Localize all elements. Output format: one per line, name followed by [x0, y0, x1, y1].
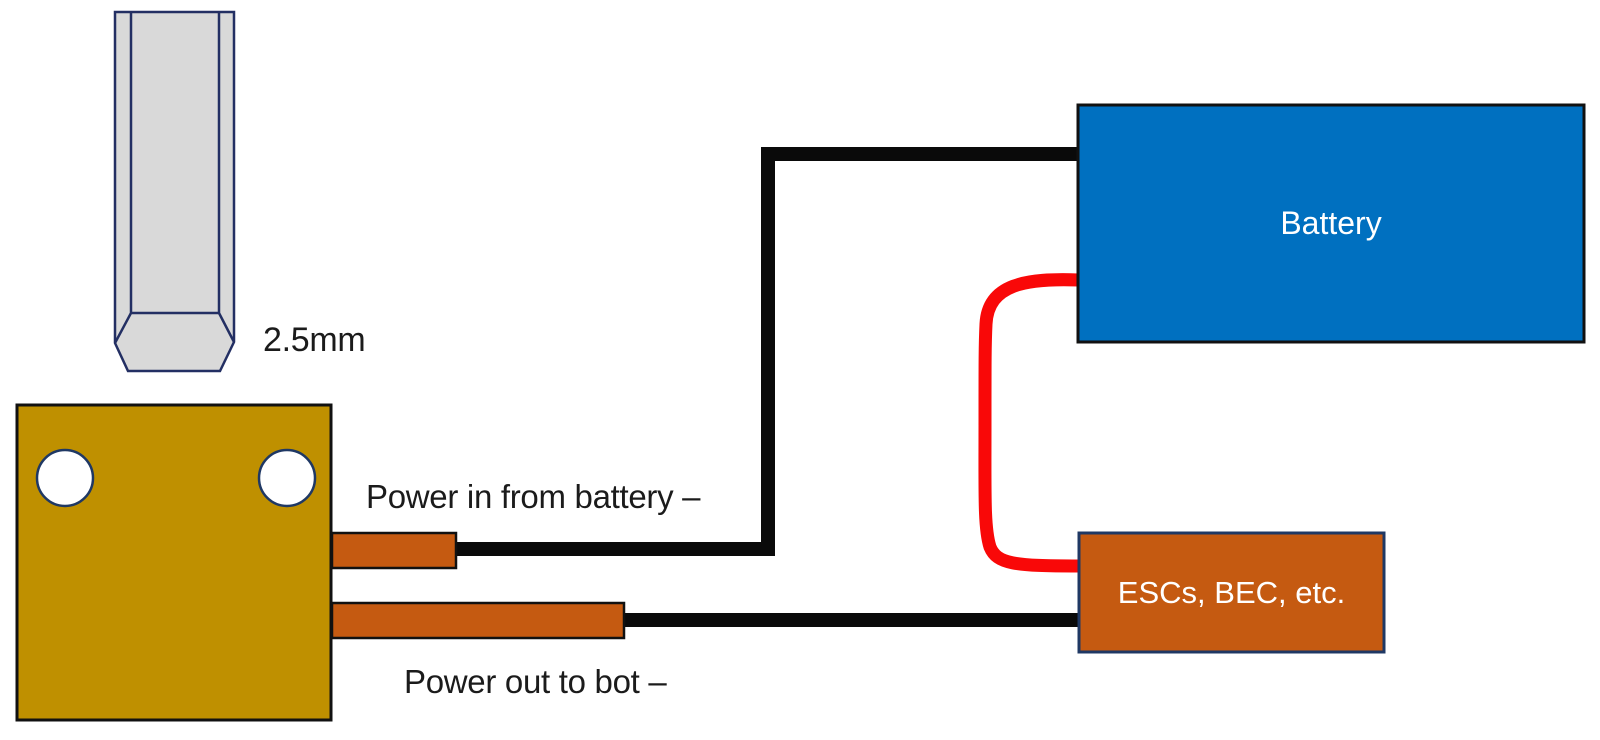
power-in-label: Power in from battery –	[366, 478, 701, 515]
terminal-tab-power-out	[330, 601, 626, 640]
wire-battery-negative-in	[446, 147, 1082, 556]
hex-key	[113, 10, 236, 373]
hex-key-size-label: 2.5mm	[263, 321, 366, 359]
mounting-hole-left	[35, 448, 95, 508]
terminal-tab-power-in	[330, 531, 458, 570]
hex-key-facet-lines	[113, 12, 236, 344]
hex-key-silhouette	[113, 10, 236, 373]
mounting-hole-right	[257, 448, 317, 508]
esc-box	[1077, 531, 1386, 654]
wire-battery-positive-red	[978, 273, 1080, 573]
power-out-label: Power out to bot –	[404, 663, 667, 700]
battery-box	[1076, 103, 1586, 344]
